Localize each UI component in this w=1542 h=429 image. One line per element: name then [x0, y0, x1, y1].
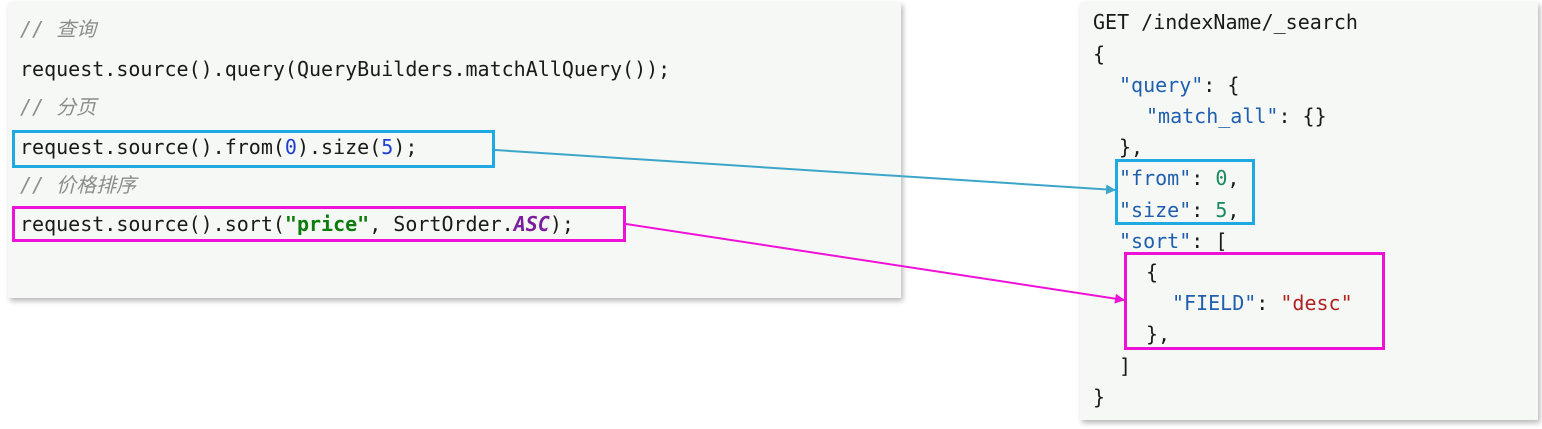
dsl-sort-obj-close: },: [1146, 322, 1171, 346]
dsl-from-key: "from": [1119, 166, 1192, 190]
dsl-sort-key: "sort": [1119, 229, 1192, 253]
dsl-query-line: "query": {: [1119, 72, 1239, 98]
dsl-query-open: : {: [1203, 73, 1240, 97]
dsl-query-close: },: [1119, 135, 1144, 159]
dsl-match-all-val: : {}: [1278, 104, 1327, 128]
dsl-sort-line: "sort": [: [1119, 228, 1227, 254]
paging-suffix: );: [393, 135, 418, 159]
dsl-field-colon: :: [1256, 291, 1281, 315]
dsl-from-line: "from": 0,: [1119, 165, 1239, 191]
dsl-from-colon: :: [1191, 166, 1216, 190]
dsl-size-value: 5: [1215, 198, 1228, 222]
dsl-panel: [1080, 2, 1538, 420]
java-paging-line: request.source().from(0).size(5);: [20, 134, 417, 160]
dsl-sort-open: : [: [1191, 229, 1228, 253]
paging-prefix: request.source().from(: [20, 135, 285, 159]
sort-field-string: "price": [284, 212, 370, 236]
dsl-match-all-line: "match_all": {}: [1146, 103, 1327, 129]
paging-from-value: 0: [284, 135, 297, 159]
dsl-field-key: "FIELD": [1172, 291, 1257, 315]
dsl-open-brace: {: [1093, 42, 1106, 66]
comment-sort: // 价格排序: [20, 173, 137, 197]
sort-suffix: );: [549, 212, 574, 236]
dsl-close-brace: }: [1093, 385, 1106, 409]
dsl-size-key: "size": [1119, 198, 1192, 222]
dsl-size-line: "size": 5,: [1119, 197, 1239, 223]
comment-paging: // 分页: [20, 95, 97, 119]
sort-prefix: request.source().sort(: [20, 212, 285, 236]
sort-order-constant: ASC: [513, 212, 550, 236]
dsl-size-comma: ,: [1227, 198, 1240, 222]
dsl-match-all-key: "match_all": [1146, 104, 1279, 128]
dsl-sort-close: ]: [1119, 354, 1132, 378]
dsl-query-key: "query": [1119, 73, 1204, 97]
dsl-request-line: GET /indexName/_search: [1093, 10, 1358, 34]
dsl-sort-obj-open: {: [1146, 260, 1159, 284]
dsl-from-value: 0: [1215, 166, 1228, 190]
java-sort-line: request.source().sort("price", SortOrder…: [20, 211, 574, 237]
dsl-size-colon: :: [1191, 198, 1216, 222]
dsl-field-line: "FIELD": "desc": [1172, 290, 1353, 316]
paging-mid: ).size(: [296, 135, 382, 159]
dsl-from-comma: ,: [1227, 166, 1240, 190]
paging-size-value: 5: [381, 135, 394, 159]
java-query-line: request.source().query(QueryBuilders.mat…: [20, 57, 671, 81]
dsl-field-value: "desc": [1280, 291, 1353, 315]
comment-query: // 查询: [20, 17, 97, 41]
sort-mid: , SortOrder.: [369, 212, 514, 236]
